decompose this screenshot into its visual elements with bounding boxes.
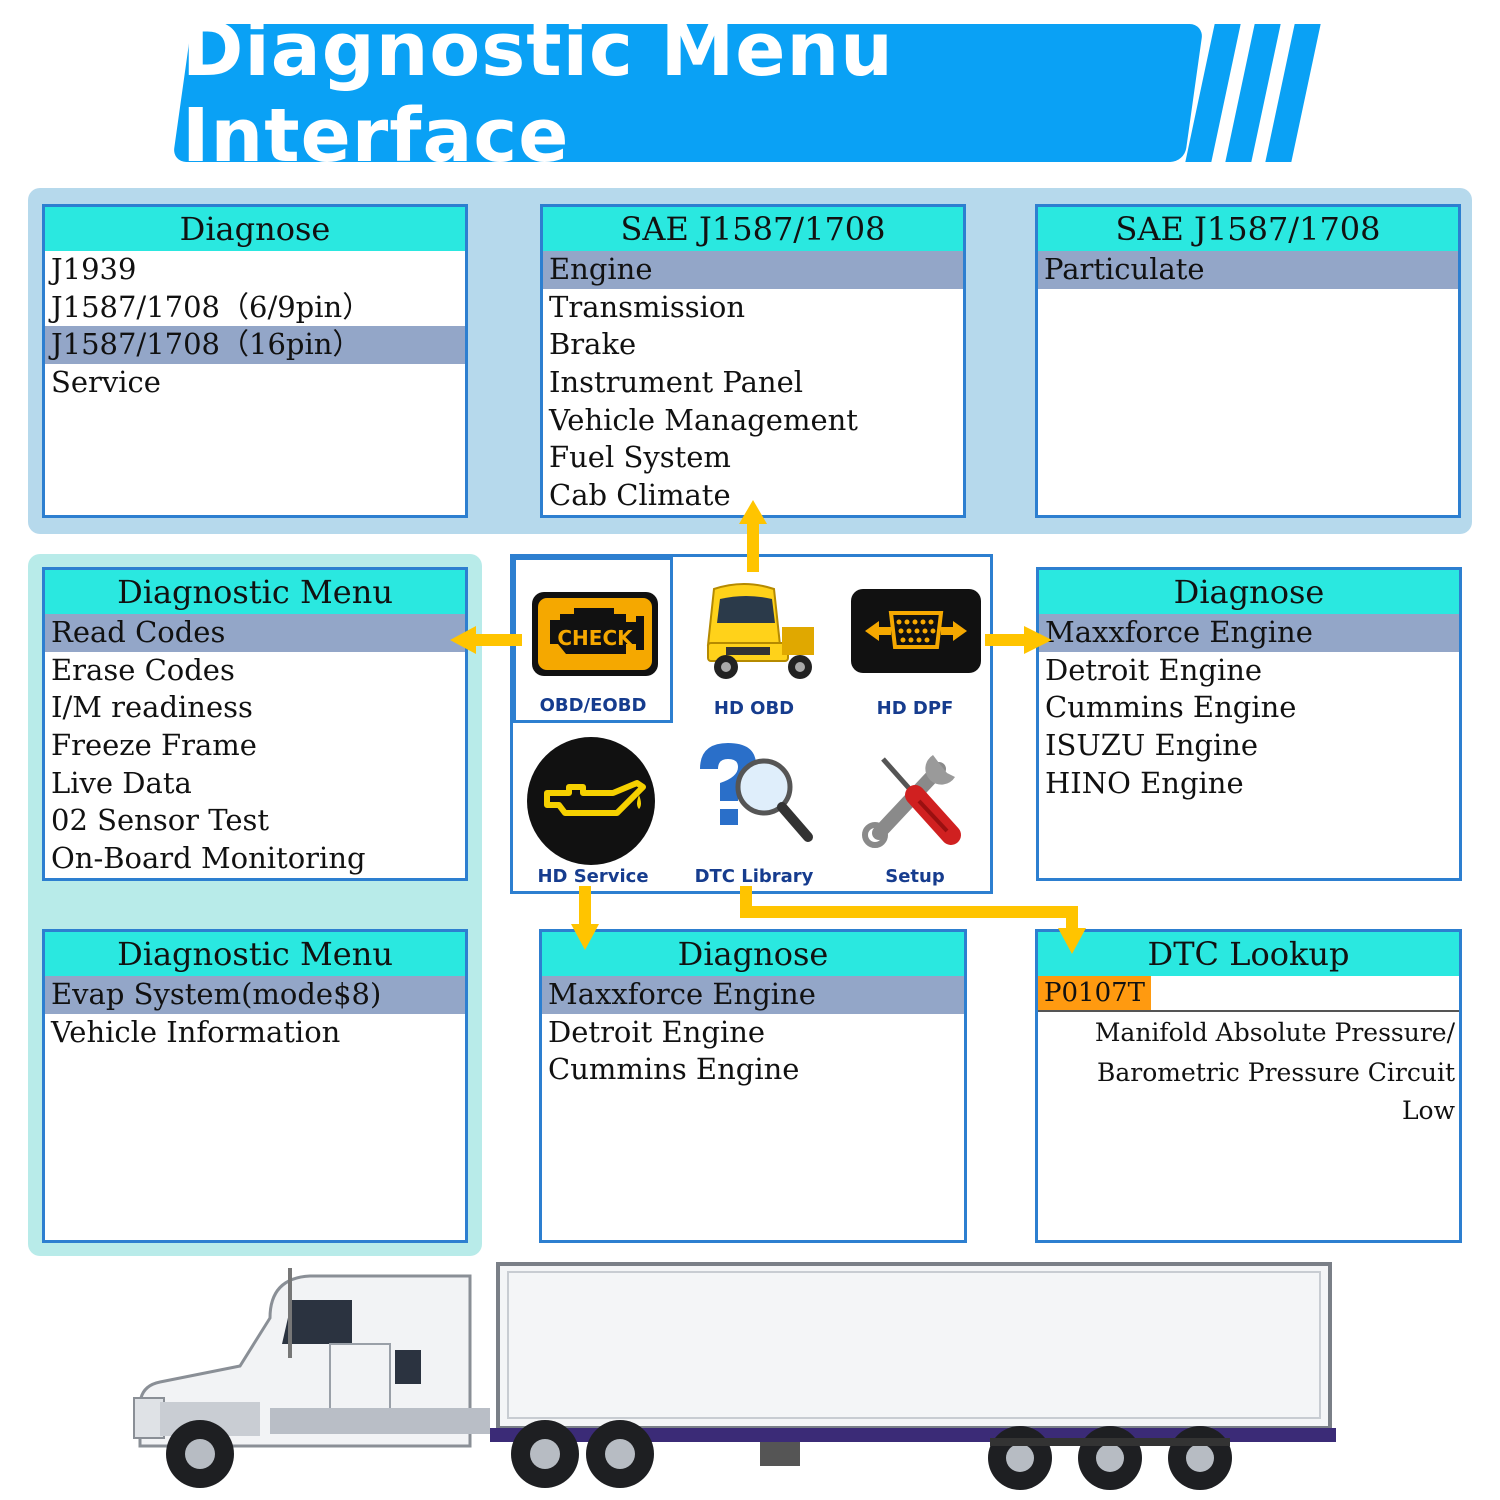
dtc-lookup-screen: DTC Lookup P0107T Manifold Absolute Pres… — [1035, 929, 1462, 1243]
screen-title: DTC Lookup — [1038, 932, 1459, 976]
menu-item-particulate[interactable]: Particulate — [1038, 251, 1458, 289]
screen-title: SAE J1587/1708 — [543, 207, 963, 251]
menu-item-maxxforce-engine[interactable]: Maxxforce Engine — [542, 976, 964, 1014]
menu-item-cab-climate[interactable]: Cab Climate — [549, 478, 731, 513]
menu-item-im-readiness[interactable]: I/M readiness — [51, 690, 253, 725]
arrow-elbow — [740, 906, 1078, 918]
check-engine-icon: CHECK — [516, 570, 670, 690]
menu-item-fuel-system[interactable]: Fuel System — [549, 440, 731, 475]
menu-item-freeze-frame[interactable]: Freeze Frame — [51, 728, 257, 763]
truck-illustration — [120, 1258, 1350, 1498]
oil-can-icon — [513, 735, 673, 865]
hd-service-button[interactable]: HD Service — [513, 725, 673, 891]
hd-dpf-label: HD DPF — [876, 698, 954, 719]
arrow-right-head — [1024, 626, 1052, 654]
main-menu-grid: CHECK OBD/EOBD HD OBD — [510, 554, 993, 894]
menu-item-isuzu-engine[interactable]: ISUZU Engine — [1045, 728, 1259, 763]
dtc-code-row: P0107T — [1038, 976, 1459, 1012]
obd-eobd-button[interactable]: CHECK OBD/EOBD — [513, 557, 673, 723]
sae-particulate-screen: SAE J1587/1708 Particulate — [1035, 204, 1461, 518]
screen-title: Diagnostic Menu — [45, 932, 465, 976]
menu-item-engine[interactable]: Engine — [543, 251, 963, 289]
arrow-left-head — [450, 626, 476, 654]
menu-item-detroit-engine[interactable]: Detroit Engine — [1045, 652, 1263, 687]
diagnostic-menu-screen-2: Diagnostic Menu Evap System(mode$8) Vehi… — [42, 929, 468, 1243]
hd-obd-button[interactable]: HD OBD — [674, 557, 834, 723]
arrow-down-head — [571, 924, 599, 950]
diagnostic-menu-screen: Diagnostic Menu Read Codes Erase Codes I… — [42, 567, 468, 881]
check-label: CHECK — [557, 626, 634, 650]
setup-button[interactable]: Setup — [835, 725, 995, 891]
menu-item-j1587-16pin[interactable]: J1587/1708（16pin） — [45, 326, 465, 365]
menu-item-erase-codes[interactable]: Erase Codes — [51, 652, 235, 687]
arrow-up-head — [739, 500, 767, 524]
menu-item-on-board-monitoring[interactable]: On-Board Monitoring — [51, 841, 366, 876]
arrow-left — [474, 634, 522, 646]
menu-item-read-codes[interactable]: Read Codes — [45, 614, 465, 652]
hd-obd-label: HD OBD — [713, 698, 795, 719]
menu-item-j1587-69pin[interactable]: J1587/1708（6/9pin） — [51, 289, 372, 324]
diagnose-protocol-screen: Diagnose J1939 J1587/1708（6/9pin） J1587/… — [42, 204, 468, 518]
diagnose-engine-screen-right: Diagnose Maxxforce Engine Detroit Engine… — [1036, 567, 1462, 881]
menu-item-brake[interactable]: Brake — [549, 327, 637, 362]
obd-connector-icon — [835, 567, 995, 687]
dtc-library-label: DTC Library — [694, 866, 814, 887]
screen-title: Diagnostic Menu — [45, 570, 465, 614]
tools-icon — [835, 735, 995, 855]
diagnose-engine-screen-bottom: Diagnose Maxxforce Engine Detroit Engine… — [539, 929, 967, 1243]
dtc-description-line2: Barometric Pressure Circuit Low — [1097, 1058, 1455, 1125]
arrow-up — [747, 522, 759, 572]
obd-eobd-label: OBD/EOBD — [539, 695, 647, 716]
menu-item-vehicle-management[interactable]: Vehicle Management — [549, 402, 858, 437]
hd-dpf-button[interactable]: HD DPF — [835, 557, 995, 723]
menu-item-detroit-engine[interactable]: Detroit Engine — [548, 1014, 766, 1049]
arrow-elbow — [1066, 906, 1078, 930]
screen-title: Diagnose — [542, 932, 964, 976]
hd-service-label: HD Service — [537, 866, 649, 887]
arrow-down — [579, 886, 591, 926]
truck-icon — [674, 567, 834, 687]
menu-item-maxxforce-engine[interactable]: Maxxforce Engine — [1039, 614, 1459, 652]
screen-title: Diagnose — [1039, 570, 1459, 614]
menu-item-evap-system[interactable]: Evap System(mode$8) — [45, 976, 465, 1014]
question-magnifier-icon — [674, 735, 834, 855]
arrow-right — [985, 634, 1027, 646]
menu-item-cummins-engine[interactable]: Cummins Engine — [548, 1052, 800, 1087]
arrow-elbow-head — [1058, 928, 1086, 954]
menu-item-vehicle-information[interactable]: Vehicle Information — [51, 1014, 341, 1049]
sae-systems-screen: SAE J1587/1708 Engine Transmission Brake… — [540, 204, 966, 518]
page-title: Diagnostic Menu Interface — [182, 7, 894, 179]
menu-item-live-data[interactable]: Live Data — [51, 765, 192, 800]
menu-item-hino-engine[interactable]: HINO Engine — [1045, 765, 1244, 800]
screen-title: Diagnose — [45, 207, 465, 251]
setup-label: Setup — [885, 866, 945, 887]
dtc-description-line1: Manifold Absolute Pressure/ — [1094, 1018, 1455, 1047]
screen-title: SAE J1587/1708 — [1038, 207, 1458, 251]
menu-item-j1939[interactable]: J1939 — [51, 252, 137, 286]
menu-item-o2-sensor-test[interactable]: 02 Sensor Test — [51, 803, 270, 838]
menu-item-transmission[interactable]: Transmission — [549, 289, 746, 324]
menu-item-instrument-panel[interactable]: Instrument Panel — [549, 365, 804, 400]
menu-item-service[interactable]: Service — [51, 365, 161, 400]
menu-item-cummins-engine[interactable]: Cummins Engine — [1045, 690, 1297, 725]
dtc-code-badge[interactable]: P0107T — [1038, 976, 1152, 1010]
dtc-library-button[interactable]: DTC Library — [674, 725, 834, 891]
